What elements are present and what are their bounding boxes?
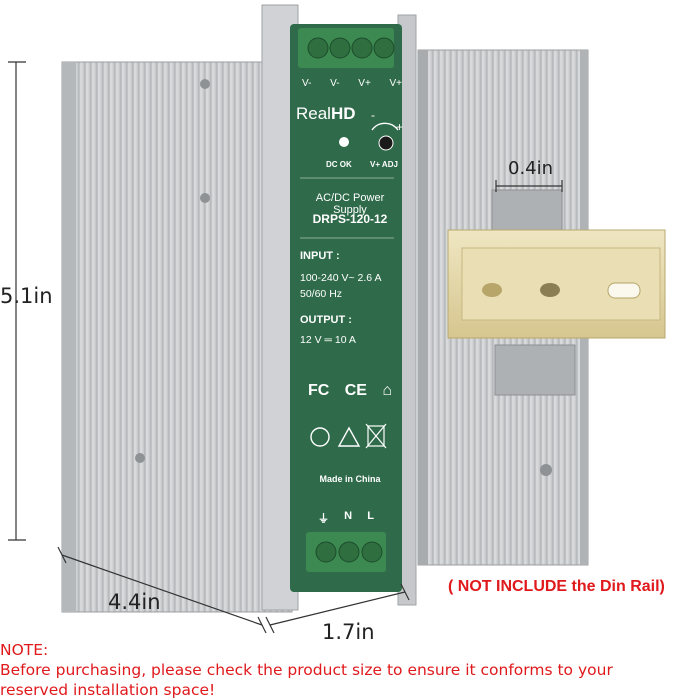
din-rail-callout: ( NOT INCLUDE the Din Rail)	[448, 578, 665, 595]
output-heading: OUTPUT :	[300, 314, 352, 326]
width-dimension-line	[265, 583, 410, 634]
height-dimension-line	[8, 61, 26, 541]
fcc-icon: FC	[308, 382, 330, 399]
terminal-label: N	[344, 510, 353, 522]
bottom-terminal-labels: ⏚ N L	[318, 510, 374, 526]
top-terminal-labels: V- V- V+ V+	[302, 78, 402, 89]
terminal-label: V+	[358, 78, 371, 89]
ground-icon: ⏚	[318, 513, 329, 525]
height-label: 5.1in	[0, 284, 53, 308]
depth-dimension-line	[57, 546, 267, 634]
slot-label: 0.4in	[508, 158, 554, 179]
input-spec: 100-240 V~ 2.6 A	[300, 272, 382, 284]
terminal-label: V-	[330, 78, 340, 89]
note-line: reserved installation space!	[0, 681, 216, 699]
v-adj-label: V+ ADJ	[370, 160, 398, 169]
note-line: Before purchasing, please check the prod…	[0, 661, 613, 679]
note-block: NOTE: Before purchasing, please check th…	[0, 640, 684, 700]
terminal-label: V+	[389, 78, 402, 89]
terminal-label: V-	[302, 78, 312, 89]
note-heading: NOTE:	[0, 641, 49, 659]
certification-marks: FC CE ⌂	[308, 382, 392, 400]
made-in-label: Made in China	[319, 474, 381, 484]
width-label: 1.7in	[322, 620, 375, 644]
input-heading: INPUT :	[300, 250, 340, 262]
adj-minus: -	[371, 108, 375, 122]
brand-suffix: HD	[330, 104, 356, 123]
terminal-label: L	[367, 510, 374, 522]
model-number: DRPS-120-12	[312, 212, 388, 226]
front-unit	[61, 4, 417, 613]
product-line: AC/DC Power Supply	[315, 192, 385, 216]
adj-plus: +	[396, 120, 404, 134]
home-icon: ⌂	[382, 382, 392, 399]
slot-dimension-line	[495, 180, 563, 192]
output-spec: 12 V ═ 10 A	[300, 334, 356, 346]
input-frequency: 50/60 Hz	[300, 288, 343, 300]
brand-logo: RealHD	[296, 104, 356, 124]
ce-icon: CE	[344, 382, 367, 399]
dc-ok-label: DC OK	[326, 160, 352, 169]
din-rail	[447, 229, 666, 339]
brand-prefix: Real	[296, 104, 331, 123]
depth-label: 4.4in	[108, 590, 161, 614]
